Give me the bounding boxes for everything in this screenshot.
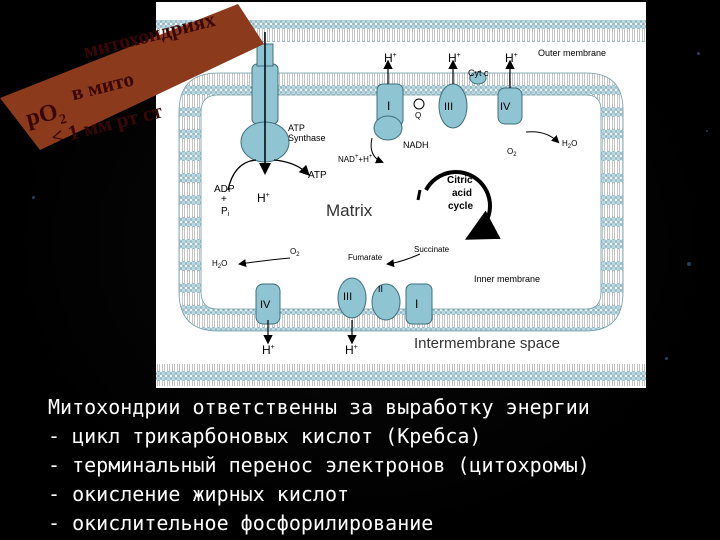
- background-dot: [32, 196, 35, 199]
- complex-iii-bottom: [337, 277, 367, 319]
- intermembrane-space-label: Intermembrane space: [414, 335, 560, 352]
- nadh-arrow: [370, 137, 384, 164]
- nadh-label: NADH: [403, 140, 429, 150]
- h-plus-4: H+: [262, 343, 275, 357]
- complex-iii-bottom-label: III: [343, 291, 352, 303]
- adp-arrow: [227, 159, 257, 191]
- bullet-list: Митохондрии ответственны за выработку эн…: [48, 393, 708, 538]
- q-label: Q: [415, 111, 421, 120]
- citric-label-3: cycle: [448, 201, 473, 212]
- pi-label: Pi: [221, 206, 230, 218]
- background-dot: [665, 357, 668, 360]
- background-dot: [706, 130, 708, 132]
- complex-i-top: [373, 83, 404, 141]
- nad-label: NAD++H+: [338, 154, 373, 164]
- citric-acid-cycle: [416, 170, 501, 240]
- cytochrome-c: [469, 71, 487, 85]
- h-plus-5: H+: [345, 343, 358, 357]
- fumarate-label: Fumarate: [348, 253, 383, 262]
- matrix-label: Matrix: [326, 201, 373, 220]
- citric-label-1: Citric: [447, 175, 473, 186]
- adp-label: ADP: [214, 184, 235, 195]
- atp-synthase-label-1: ATP: [288, 123, 305, 133]
- bullet-item: - цикл трикарбоновых кислот (Кребса): [48, 424, 482, 448]
- o2-arrow-bottom: [238, 257, 291, 268]
- outer-membrane-bottom: [156, 364, 646, 386]
- complex-ii-bottom-label: II: [378, 284, 383, 294]
- succinate-label: Succinate: [414, 245, 450, 254]
- adp-plus: +: [221, 194, 227, 205]
- complex-i-label: I: [387, 99, 390, 113]
- h-plus-3: H+: [505, 51, 518, 65]
- outer-membrane-label: Outer membrane: [538, 48, 606, 58]
- outer-membrane-top: [156, 20, 646, 42]
- q-circle: [413, 98, 425, 110]
- o2-arrow: [525, 131, 560, 144]
- complex-iii-label: III: [444, 101, 453, 113]
- o2-label-bottom: O2: [290, 247, 300, 258]
- complex-iv-label: IV: [500, 101, 511, 113]
- banner-po2: pO2: [23, 97, 68, 136]
- h-plus-matrix: H+: [257, 191, 270, 205]
- complex-ii-bottom: [371, 283, 401, 321]
- o2-label-top: O2: [507, 147, 517, 158]
- banner-line-2: в мито: [69, 67, 136, 106]
- citric-label-2: acid: [452, 188, 472, 199]
- atp-label: ATP: [308, 170, 327, 181]
- bullet-item: - терминальный перенос электронов (цитох…: [48, 453, 590, 477]
- atp-arrow: [273, 159, 310, 176]
- bullet-item: - окислительное фосфорилирование: [48, 511, 434, 535]
- complex-i-bottom-label: I: [415, 297, 418, 311]
- h2o-label-top: H2O: [562, 139, 577, 150]
- background-dot: [697, 52, 700, 55]
- mitochondrion-diagram: ATP Synthase ADP + Pi ATP H+ I III IV Q …: [156, 2, 646, 388]
- h-plus-1: H+: [384, 51, 397, 65]
- atp-synthase-label-2: Synthase: [288, 133, 326, 143]
- background-dot: [687, 262, 691, 266]
- h2o-label-bottom: H2O: [212, 259, 227, 270]
- cyt-c-label: Cyt c: [468, 68, 489, 78]
- complex-i-bottom: [405, 283, 433, 325]
- succinate-arrow: [386, 253, 421, 268]
- inner-membrane-label: Inner membrane: [474, 274, 540, 284]
- h-plus-2: H+: [448, 51, 461, 65]
- bullet-item: - окисление жирных кислот: [48, 482, 350, 506]
- complex-iv-bottom-label: IV: [260, 299, 271, 311]
- banner-line-3: < 1 мм рт ст: [49, 98, 166, 149]
- bullet-item: Митохондрии ответственны за выработку эн…: [48, 395, 590, 419]
